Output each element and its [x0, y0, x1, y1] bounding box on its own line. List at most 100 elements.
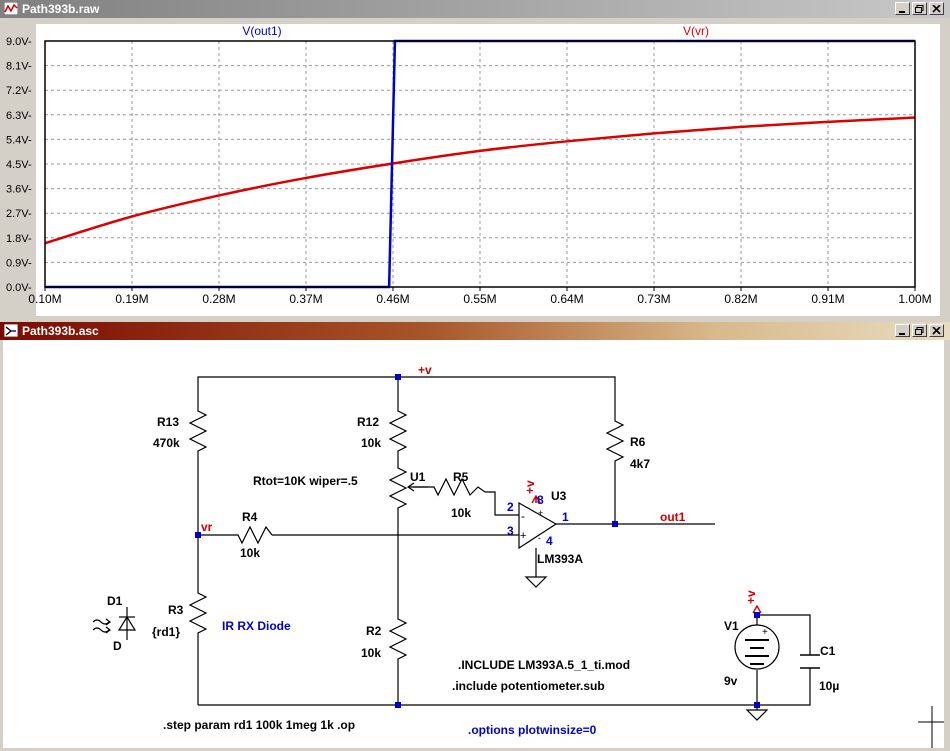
comparator-u3[interactable] — [518, 501, 558, 550]
u3-pin-1: 1 — [562, 510, 569, 524]
diode-d1[interactable] — [92, 607, 137, 640]
u3-pin-minus: - — [521, 509, 525, 523]
wires — [197, 376, 811, 710]
y-tick-label: 3.6V- — [6, 184, 32, 196]
ground-icon — [524, 576, 548, 588]
net-label-vplus-top[interactable]: +v — [418, 363, 432, 377]
v1-plus-marker: + — [762, 627, 768, 638]
v1-name: V1 — [724, 619, 739, 633]
r3-value: {rd1} — [152, 625, 180, 639]
r6-name: R6 — [630, 435, 646, 449]
x-tick-label: 0.55M — [463, 292, 496, 306]
y-tick-label: 5.4V- — [6, 134, 32, 146]
directive-include-pot[interactable]: .include potentiometer.sub — [452, 679, 605, 693]
v1-value: 9v — [724, 674, 738, 688]
resistor-r5[interactable] — [428, 477, 486, 497]
net-label-vplus-battery[interactable]: +v — [744, 590, 758, 604]
close-icon[interactable] — [929, 324, 944, 337]
u1-name: U1 — [410, 470, 426, 484]
close-icon[interactable] — [929, 2, 944, 15]
u3-part: LM393A — [537, 552, 583, 566]
schematic-window[interactable]: Path393b.asc — [0, 322, 950, 751]
ir-rx-diode-comment[interactable]: IR RX Diode — [222, 619, 291, 633]
x-tick-label: 0.64M — [550, 292, 583, 306]
r12-name: R12 — [357, 415, 379, 429]
plot-grid — [45, 41, 915, 287]
y-tick-label: 0.9V- — [6, 257, 32, 269]
x-tick-label: 0.37M — [289, 292, 322, 306]
r5-name: R5 — [453, 470, 469, 484]
minimize-icon[interactable] — [895, 2, 910, 15]
plot-pane[interactable] — [36, 24, 940, 316]
r2-value: 10k — [361, 646, 381, 660]
u3-pin-sup-minus: - — [538, 533, 541, 543]
ground-icon — [745, 709, 769, 721]
u3-pin-8: 8 — [537, 493, 544, 507]
c1-value: 10µ — [819, 679, 839, 693]
y-tick-label: 7.2V- — [6, 85, 32, 97]
potentiometer-u1[interactable] — [388, 462, 428, 510]
resistor-r6[interactable] — [605, 415, 625, 475]
resistor-r12[interactable] — [388, 405, 408, 457]
u3-pin-3: 3 — [507, 524, 514, 538]
resistor-r13[interactable] — [188, 405, 208, 457]
directive-include-lm393[interactable]: .INCLUDE LM393A.5_1_ti.mod — [458, 658, 630, 672]
u3-pin-2: 2 — [507, 500, 514, 514]
x-tick-label: 0.73M — [637, 292, 670, 306]
d1-name: D1 — [107, 594, 123, 608]
y-tick-label: 4.5V- — [6, 159, 32, 171]
directive-options[interactable]: .options plotwinsize=0 — [468, 723, 597, 737]
y-axis: 0.0V-0.9V-1.8V-2.7V-3.6V-4.5V-5.4V-6.3V-… — [6, 36, 32, 294]
r4-value: 10k — [240, 546, 260, 560]
x-tick-label: 0.19M — [115, 292, 148, 306]
schematic-titlebar[interactable]: Path393b.asc — [0, 322, 950, 340]
d1-model: D — [113, 639, 122, 653]
u1-note: Rtot=10K wiper=.5 — [253, 474, 358, 488]
x-tick-label: 0.10M — [28, 292, 61, 306]
schematic-canvas[interactable]: + - + - + — [0, 340, 950, 751]
c1-name: C1 — [820, 644, 836, 658]
minimize-icon[interactable] — [895, 324, 910, 337]
trace-label-vvr[interactable]: V(vr) — [683, 24, 709, 38]
waveform-plot[interactable]: 0.0V-0.9V-1.8V-2.7V-3.6V-4.5V-5.4V-6.3V-… — [0, 18, 950, 320]
x-tick-label: 0.91M — [811, 292, 844, 306]
schematic-app-icon — [4, 324, 18, 337]
x-tick-label: 0.28M — [202, 292, 235, 306]
waveform-titlebar[interactable]: Path393b.raw — [0, 0, 950, 18]
resistor-r3[interactable] — [188, 587, 208, 645]
u3-name: U3 — [551, 489, 567, 503]
r6-value: 4k7 — [630, 457, 650, 471]
u3-pin-sup-plus: + — [538, 508, 543, 518]
series-line-vvr[interactable] — [44, 116, 916, 245]
waveform-window-title: Path393b.raw — [22, 2, 100, 16]
net-label-vplus-opamp[interactable]: +v — [523, 480, 537, 494]
r5-value: 10k — [451, 506, 471, 520]
crosshair-cursor-icon — [918, 706, 944, 748]
restore-icon[interactable] — [912, 324, 927, 337]
resistor-r4[interactable] — [232, 525, 273, 545]
capacitor-c1[interactable] — [800, 654, 820, 669]
x-tick-label: 1.00M — [898, 292, 931, 306]
net-label-vr[interactable]: vr — [201, 520, 213, 534]
junctions — [195, 374, 760, 708]
r13-name: R13 — [157, 415, 179, 429]
r3-name: R3 — [168, 603, 184, 617]
y-tick-label: 6.3V- — [6, 110, 32, 122]
trace-label-vout1[interactable]: V(out1) — [242, 24, 281, 38]
directive-step[interactable]: .step param rd1 100k 1meg 1k .op — [163, 718, 355, 732]
y-tick-label: 2.7V- — [6, 208, 32, 220]
restore-icon[interactable] — [912, 2, 927, 15]
y-tick-label: 9.0V- — [6, 36, 32, 48]
r2-name: R2 — [366, 624, 382, 638]
r13-value: 470k — [153, 436, 180, 450]
y-tick-label: 0.0V- — [6, 282, 32, 294]
net-label-out1[interactable]: out1 — [660, 510, 686, 524]
battery-v1[interactable] — [734, 624, 780, 670]
waveform-window[interactable]: Path393b.raw 0.0V-0.9V-1.8V-2.7V-3.6V-4.… — [0, 0, 950, 320]
u3-pin-plus: + — [520, 530, 526, 542]
r12-value: 10k — [361, 436, 381, 450]
y-tick-label: 8.1V- — [6, 61, 32, 73]
resistor-r2[interactable] — [388, 613, 408, 665]
x-tick-label: 0.82M — [724, 292, 757, 306]
